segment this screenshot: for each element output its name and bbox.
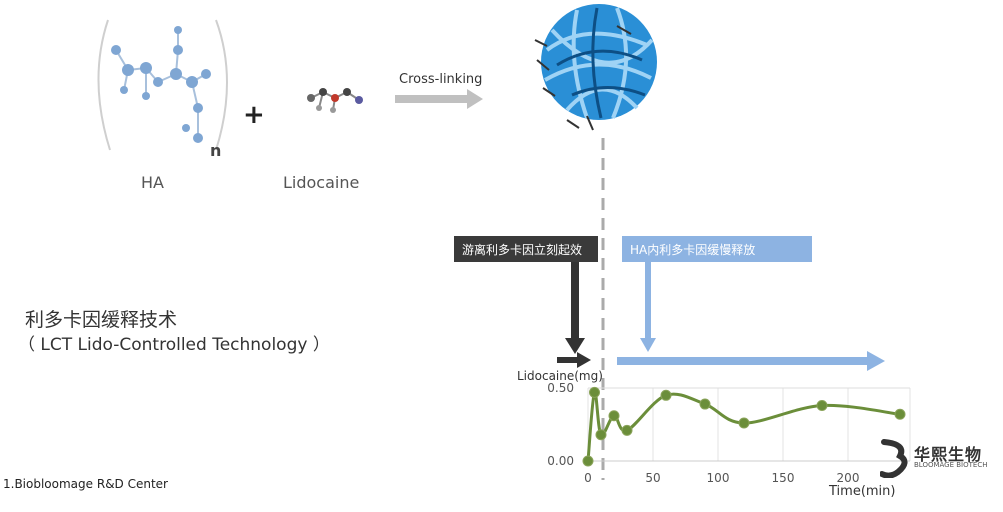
tech-title: 利多卡因缓释技术 [25,309,178,331]
dashed-divider-line [601,138,605,480]
ha-molecule-illustration [97,19,228,151]
data-point [589,386,600,398]
free-lidocaine-tag: 游离利多卡因立刻起效 [454,236,598,262]
data-point [894,408,906,420]
data-point [738,417,750,429]
plus-sign: + [243,100,265,130]
tech-subtitle: （ LCT Lido-Controlled Technology ） [18,335,330,355]
bloomage-logo-icon [880,439,908,478]
x-axis-label: Time(min) [829,484,896,499]
x-tick-label: 200 [837,471,860,485]
data-point [816,400,828,412]
crosslinking-label: Cross-linking [399,72,483,87]
data-point [660,389,672,401]
data-point [621,424,633,436]
y-tick-label: 0.00 [547,454,574,468]
lidocaine-molecule-illustration [307,88,363,113]
free-release-down-arrow [565,262,585,354]
slow-release-right-arrow [617,351,885,371]
slow-release-down-arrow [640,262,656,352]
series-line [586,390,901,462]
data-point [595,429,607,441]
logo-subtitle: BLOOMAGE BIOTECH [914,461,988,469]
crosslinked-nanogel-illustration [534,4,657,131]
logo-name: 华熙生物 [914,445,983,464]
x-tick-label: 50 [645,471,660,485]
crosslinking-arrow [395,89,483,109]
x-tick-label: 0 [584,471,592,485]
data-point [699,398,711,410]
y-axis-label: Lidocaine(mg) [517,369,603,383]
slow-release-tag: HA内利多卡因缓慢释放 [622,236,812,262]
footnote: 1.Biobloomage R&D Center [3,477,168,491]
x-tick-label: 100 [707,471,730,485]
y-tick-label: 0.50 [547,381,574,395]
lidocaine-label: Lidocaine [283,173,360,192]
free-release-right-arrow [557,352,591,368]
data-point [582,455,594,467]
ha-label: HA [141,173,164,192]
x-tick-label: 150 [772,471,795,485]
ha-n-subscript: n [210,141,222,160]
data-point [608,410,620,422]
